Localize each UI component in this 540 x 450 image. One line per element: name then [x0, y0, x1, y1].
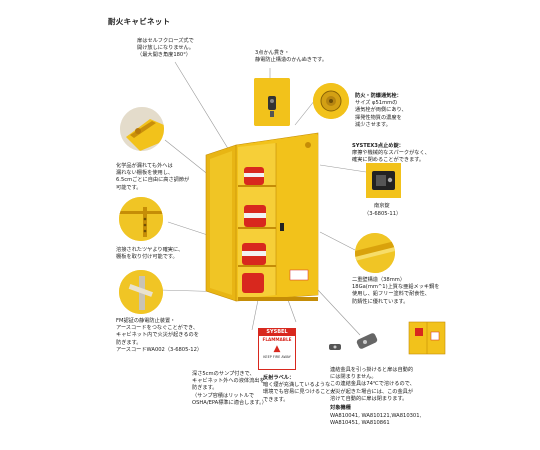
leader-vent	[294, 99, 316, 126]
reflective-label-sign: SYSBEL FLAMMABLE ▲ KEEP FIRE AWAY	[258, 328, 296, 370]
label-sign-brand: SYSBEL	[259, 329, 295, 336]
callout-double-wall-title: 二重壁構造（38mm）	[352, 277, 406, 283]
callout-double-wall-body: 18Ga(mm^1)上質な亜鉛メッキ鋼を 使用し、鉛フリー塗料で耐食性、 防錆性…	[352, 284, 440, 305]
leader-self-close	[174, 61, 236, 161]
detail-systex-lock-image	[366, 163, 401, 198]
safety-can-top	[244, 167, 264, 185]
label-sign-sub: KEEP FIRE AWAY	[263, 355, 291, 359]
link-hardware-image	[329, 333, 378, 350]
leader-sump	[251, 299, 259, 331]
callout-south-lock: 南京錠	[374, 203, 390, 209]
callout-self-close: 扉はセルフクローズ式で 開け放しになりません。 （最大開き角度180°）	[137, 38, 194, 59]
safety-can-middle	[244, 205, 266, 227]
page-title: 耐火キャビネット	[108, 17, 171, 26]
callout-models-title: 対象機種	[330, 405, 351, 411]
callout-lock: 3点かん貫き・ 静電防止構造のかんぬきです。	[255, 50, 328, 64]
callout-sump: 深さ5cmのサンプ付きで、 キャビネット外への液体流出を 防ぎます。 （サンプ容…	[192, 371, 267, 406]
callout-systex: SYSTEX3点止め錠： 摩擦や機械的なスパークがなく、 確実に閉めることができ…	[352, 143, 430, 165]
callout-systex-title: SYSTEX3点止め錠：	[352, 143, 404, 149]
flame-icon: ▲	[273, 344, 281, 354]
cabinet-illustration	[205, 132, 319, 302]
callout-label-title: 反射ラベル：	[263, 375, 295, 381]
cabinet-thumbnail	[408, 321, 446, 355]
callout-vent: 防火・防爆通気栓： サイズ φ51mmの 通気栓が両側にあり、 揮発性物質の濃度…	[355, 93, 407, 129]
callout-label-body: 暗く煙が充満しているような 環境でも容易に見つけることが できます。	[263, 382, 336, 403]
callout-label: 反射ラベル： 暗く煙が充満しているような 環境でも容易に見つけることが できます…	[263, 375, 336, 404]
detail-hinge-image	[119, 270, 163, 314]
leader-double-wall	[319, 231, 356, 251]
leader-link	[317, 289, 361, 336]
leader-label	[287, 299, 297, 323]
callout-hinge: 溶接されたツヤより確実に、 棚板を取り付け可能です。	[116, 247, 184, 261]
detail-self-close-image	[120, 107, 164, 151]
detail-double-wall-image	[355, 233, 395, 273]
detail-vent-image	[313, 83, 349, 119]
callout-link: 連結金具を引っ掛けると扉は自動的 には閉まりません。 この連結金具は74℃で溶け…	[330, 367, 415, 402]
callout-models: WA810041, WA810121,WA810301, WA810451, W…	[330, 413, 422, 427]
callout-fm: FM認証の静電防止装置・ アースコードをつなぐことができ、 キャビネット内で火災…	[116, 318, 203, 353]
detail-lock-image	[254, 78, 290, 126]
callout-south-lock-code: （3-6805-11）	[364, 211, 402, 217]
label-sign-warning: FLAMMABLE	[262, 337, 292, 342]
detail-shelf-image	[119, 197, 163, 241]
callout-shelf: 化学品が漏れても外へは 漏れない棚板を使用し、 6.5cmごとに自由に高さ調節が…	[116, 163, 190, 191]
leader-systex	[319, 164, 367, 173]
callout-vent-title: 防火・防爆通気栓：	[355, 93, 402, 99]
callout-vent-body: サイズ φ51mmの 通気栓が両側にあり、 揮発性物質の濃度を 減少させます。	[355, 100, 407, 128]
safety-can-bottom	[242, 243, 266, 265]
callout-systex-body: 摩擦や機械的なスパークがなく、 確実に閉めることができます。	[352, 150, 430, 164]
callout-double-wall: 二重壁構造（38mm） 18Ga(mm^1)上質な亜鉛メッキ鋼を 使用し、鉛フリ…	[352, 277, 439, 306]
